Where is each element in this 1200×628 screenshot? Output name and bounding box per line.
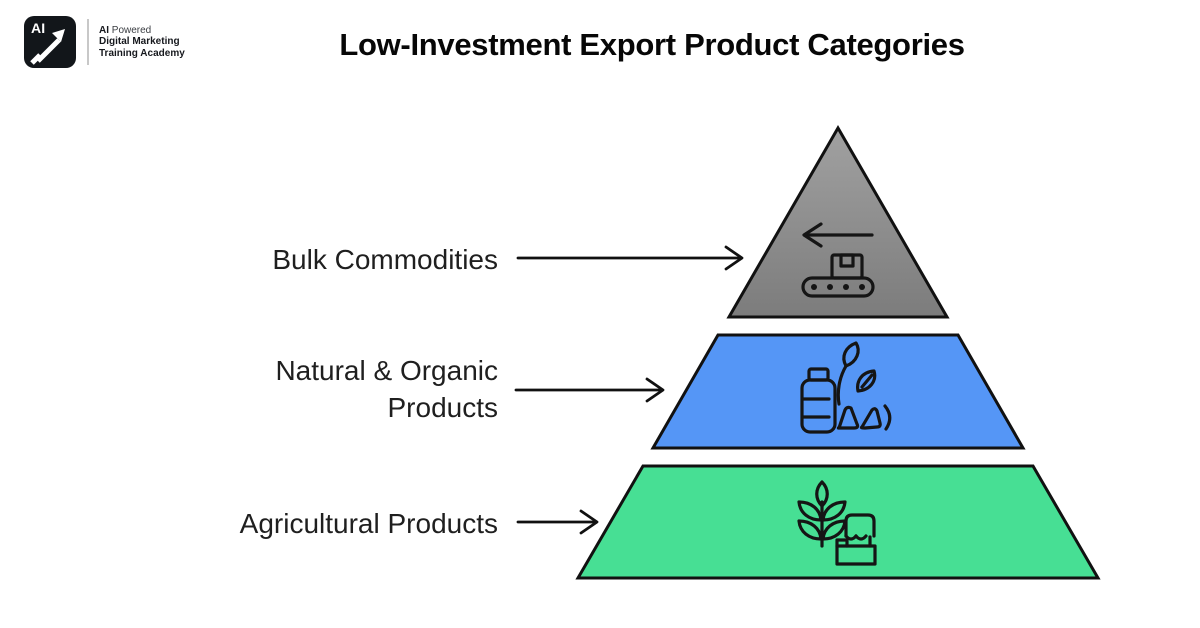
logo-ai-text: AI: [31, 20, 46, 36]
arrow-bulk-commodities: [516, 245, 744, 271]
logo-line-3: Training Academy: [99, 47, 185, 59]
arrow-natural-organic: [514, 377, 665, 403]
logo-divider: [87, 19, 89, 65]
conveyor-export-icon: [801, 222, 875, 298]
label-natural-organic-products: Natural & Organic Products: [275, 352, 498, 426]
label-bulk-commodities: Bulk Commodities: [272, 241, 498, 278]
logo-line-2: Digital Marketing: [99, 36, 180, 48]
brand-logo-icon: AI: [24, 16, 76, 68]
label-agricultural-products: Agricultural Products: [240, 505, 498, 542]
brand-logo: AI AI Powered Digital Marketing Training…: [24, 16, 185, 68]
label-natural-line2: Products: [387, 392, 499, 423]
logo-wordmark: AI Powered Digital Marketing Training Ac…: [99, 25, 185, 60]
growth-arrow-icon: [30, 29, 65, 65]
pyramid-tier-bulk-commodities: [726, 124, 950, 319]
wheat-crate-icon: [797, 480, 877, 566]
label-bulk-commodities-text: Bulk Commodities: [272, 244, 498, 275]
label-agricultural-products-text: Agricultural Products: [239, 508, 498, 539]
logo-line-1: AI Powered: [99, 24, 152, 36]
organic-products-icon: [800, 341, 892, 434]
label-natural-line1: Natural & Organic: [275, 355, 498, 386]
page-title: Low-Investment Export Product Categories: [339, 27, 965, 62]
arrow-agricultural: [516, 509, 599, 535]
